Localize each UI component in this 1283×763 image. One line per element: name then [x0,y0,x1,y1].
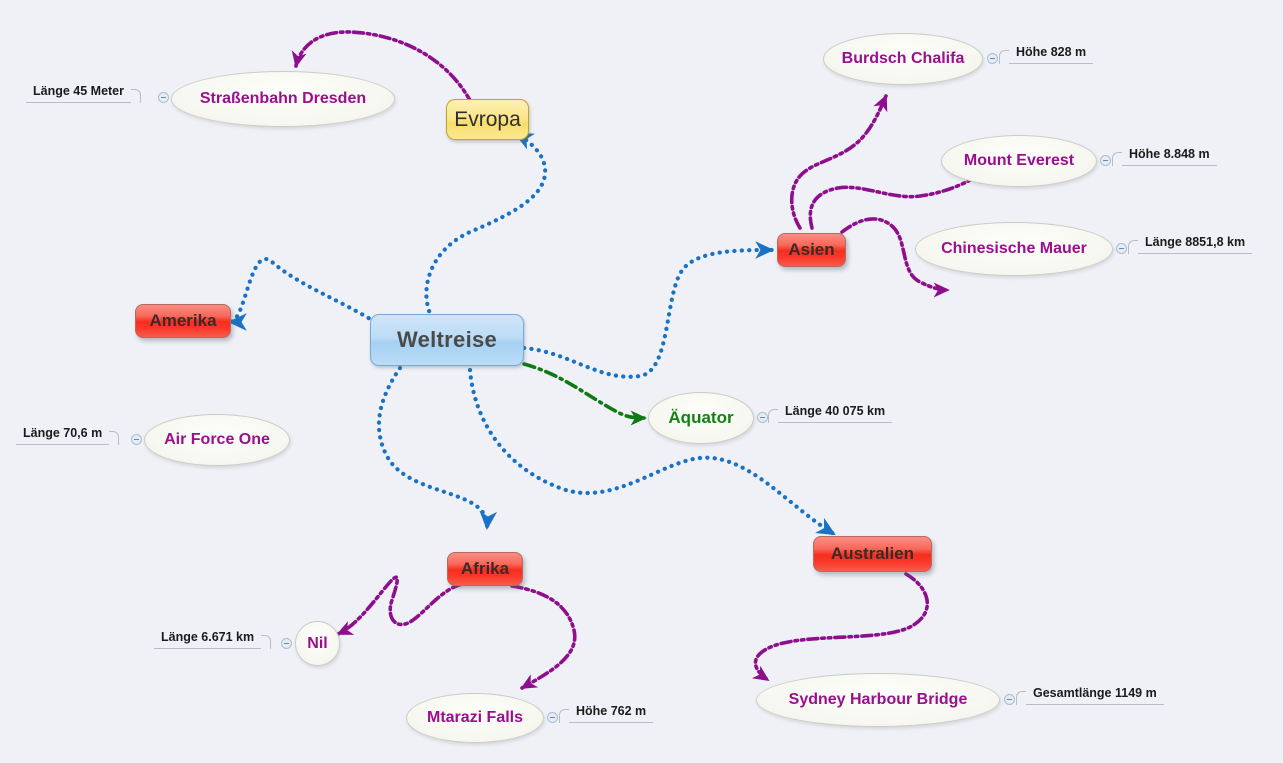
edge-root-australien [467,367,837,537]
node-mount-everest-label: Mount Everest [963,152,1075,169]
callout-text-sydney: Gesamtlänge 1149 m [1026,686,1164,705]
callout-text-nil: Länge 6.671 km [154,630,262,649]
node-chinesische-mauer[interactable]: Chinesische Mauer [915,222,1113,276]
node-afrika-label: Afrika [460,559,510,578]
callout-text-aequator: Länge 40 075 km [778,404,893,423]
node-sydney-harbour-bridge-label: Sydney Harbour Bridge [788,691,968,708]
edge-afrika-mtarazi [510,584,577,690]
callout-nil: Länge 6.671 km [154,630,272,649]
node-burdsch-chalifa-label: Burdsch Chalifa [841,50,965,67]
node-asien-label: Asien [788,240,835,259]
collapse-icon-mtarazi[interactable] [547,712,558,723]
root-node-label: Weltreise [396,327,498,352]
collapse-icon-airforceone[interactable] [131,434,142,445]
edge-root-afrika [376,365,498,531]
edge-root-asien [521,241,775,379]
node-sydney-harbour-bridge[interactable]: Sydney Harbour Bridge [756,673,1000,727]
edge-root-aequator [522,362,647,426]
callout-text-burdsch: Höhe 828 m [1009,45,1094,64]
callout-hook-mauer [1128,240,1138,254]
collapse-icon-aequator[interactable] [757,412,768,423]
node-burdsch-chalifa[interactable]: Burdsch Chalifa [823,33,983,85]
node-nil-label: Nil [307,634,328,652]
callout-hook-mtarazi [559,709,569,723]
node-aequator-label: Äquator [668,408,734,427]
edge-root-amerika [227,257,378,331]
callout-text-strassenbahn: Länge 45 Meter [26,84,132,103]
node-chinesische-mauer-label: Chinesische Mauer [941,240,1087,257]
collapse-icon-mauer[interactable] [1116,243,1127,254]
edge-afrika-nil [336,575,464,636]
callout-text-mauer: Länge 8851,8 km [1138,235,1253,254]
callout-aequator: Länge 40 075 km [768,404,893,423]
edge-root-europa [424,131,548,321]
node-amerika-label: Amerika [149,311,217,330]
node-australien[interactable]: Australien [813,536,932,572]
node-asien[interactable]: Asien [777,233,846,267]
node-mount-everest[interactable]: Mount Everest [941,135,1097,187]
callout-hook-airforceone [109,431,120,445]
callout-hook-strassenbahn [131,89,142,103]
edge-australien-sydney [751,572,930,682]
node-europa[interactable]: Evropa [446,99,529,140]
callout-hook-everest [1112,152,1122,166]
callout-text-airforceone: Länge 70,6 m [16,426,110,445]
callout-hook-nil [261,635,272,649]
node-afrika[interactable]: Afrika [447,552,523,586]
callout-airforceone: Länge 70,6 m [16,426,120,445]
node-mtarazi-falls-label: Mtarazi Falls [426,709,524,726]
callout-text-mtarazi: Höhe 762 m [569,704,654,723]
callout-burdsch: Höhe 828 m [999,45,1094,64]
callout-everest: Höhe 8.848 m [1112,147,1217,166]
root-node-weltreise[interactable]: Weltreise [370,314,524,366]
callout-hook-burdsch [999,50,1009,64]
collapse-icon-sydney[interactable] [1004,694,1015,705]
node-amerika[interactable]: Amerika [135,304,231,338]
node-aequator[interactable]: Äquator [648,392,754,444]
node-strassenbahn-dresden[interactable]: Straßenbahn Dresden [171,71,395,127]
callout-hook-aequator [768,409,778,423]
callout-mauer: Länge 8851,8 km [1128,235,1253,254]
node-strassenbahn-dresden-label: Straßenbahn Dresden [199,90,367,107]
collapse-icon-burdsch[interactable] [987,53,998,64]
node-air-force-one-label: Air Force One [164,431,270,448]
node-europa-label: Evropa [454,107,521,131]
callout-sydney: Gesamtlänge 1149 m [1016,686,1164,705]
callout-hook-sydney [1016,691,1026,705]
callout-strassenbahn: Länge 45 Meter [26,84,142,103]
node-australien-label: Australien [830,544,915,563]
callout-mtarazi: Höhe 762 m [559,704,654,723]
collapse-icon-strassenbahn[interactable] [158,92,169,103]
collapse-icon-nil[interactable] [281,638,292,649]
collapse-icon-everest[interactable] [1100,155,1111,166]
edge-asien-burdsch [789,94,888,230]
node-nil[interactable]: Nil [295,621,340,666]
node-air-force-one[interactable]: Air Force One [144,414,290,466]
callout-text-everest: Höhe 8.848 m [1122,147,1217,166]
node-mtarazi-falls[interactable]: Mtarazi Falls [406,693,544,743]
